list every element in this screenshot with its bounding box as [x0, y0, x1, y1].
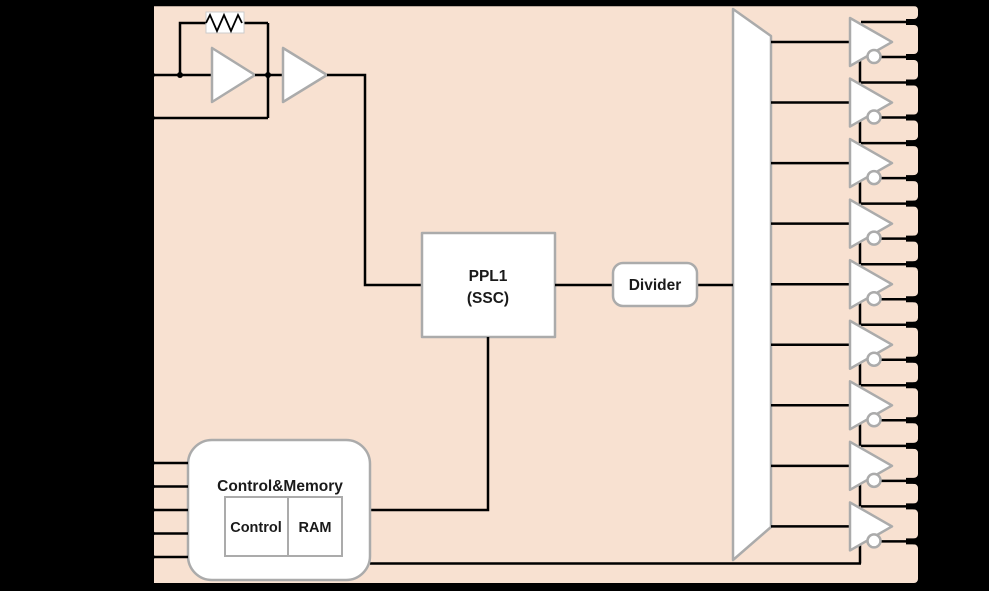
output-pin-dot: [911, 356, 917, 363]
feedback-wire-right: [242, 21, 270, 118]
output-pin-dot: [911, 321, 917, 328]
inverter-bubble-icon: [866, 48, 882, 65]
inverter-bubble-icon: [866, 169, 882, 186]
control-cell-label: Control: [230, 520, 282, 536]
output-pin-dot: [911, 114, 917, 121]
inverter-bubble-icon: [866, 290, 882, 307]
pin-tab: [899, 25, 918, 54]
pin-tab: [899, 448, 918, 478]
inverter-bubble-icon: [866, 230, 882, 246]
control-memory-title: Control&Memory: [217, 478, 343, 495]
output-pin-dot: [911, 442, 917, 449]
output-pin-dot: [911, 417, 917, 424]
pin-tab: [899, 181, 918, 201]
output-pin-dot: [911, 140, 917, 147]
pin-tab: [899, 60, 918, 80]
output-pin-dot: [911, 54, 917, 60]
pin-tab: [899, 146, 918, 176]
output-pin-dot: [911, 477, 917, 484]
output-pin-dot: [911, 538, 917, 545]
output-buffer-bank: [771, 16, 917, 564]
output-pin-dot: [911, 79, 917, 86]
control-pin-dot: [148, 530, 155, 537]
pll-label-line1: PPL1: [469, 268, 508, 285]
pin-tab: [899, 120, 918, 141]
pin-tab: [899, 85, 918, 115]
pin-tab: [899, 241, 918, 262]
pll-box: [420, 231, 557, 339]
output-pin-dot: [911, 261, 917, 268]
pin-tab: [899, 302, 918, 322]
pin-tab: [899, 267, 918, 297]
inverter-bubble-icon: [866, 351, 882, 367]
control-ram-box: [224, 496, 343, 557]
crystal-oscillator: [141, 11, 422, 287]
feedback-wire-left: [178, 21, 206, 75]
output-pin-dot: [911, 503, 917, 510]
pin-tab: [899, 483, 918, 504]
pin-tab: [899, 6, 918, 19]
ram-cell-label: RAM: [298, 520, 331, 536]
pin-tab: [899, 206, 918, 236]
control-pin-dot: [148, 483, 155, 490]
control-pin-dot: [148, 506, 155, 514]
output-pin-dot: [911, 382, 917, 389]
junction-dot: [177, 72, 183, 78]
output-pin-dot: [911, 235, 917, 242]
inverter-bubble-icon: [866, 109, 882, 125]
pll-label-line2: (SSC): [467, 290, 509, 307]
osc-buffer-triangle-icon: [281, 46, 329, 104]
control-pin-dot: [148, 553, 155, 561]
osc-amp-triangle-icon: [210, 46, 257, 104]
control-pin-dot: [148, 459, 155, 467]
junction-dot: [265, 72, 271, 78]
resistor-zigzag-icon: [205, 12, 243, 34]
pll-block: PPL1 (SSC): [420, 231, 557, 339]
output-pin-dot: [911, 296, 917, 303]
output-pin-dot: [911, 200, 917, 207]
divider-label: Divider: [629, 277, 682, 294]
pll-to-control-wire: [370, 337, 490, 512]
control-memory-block: Control&Memory Control RAM: [186, 337, 861, 582]
pin-tab: [899, 388, 918, 418]
pin-tab: [899, 362, 918, 383]
left-pin-group: [141, 71, 188, 561]
output-pin-dot: [911, 19, 917, 25]
fanout-mux-trapezoid: [731, 7, 773, 562]
pin-tab: [899, 509, 918, 539]
crystal-pin-dot: [148, 114, 155, 122]
crystal-pin-dot: [148, 71, 155, 79]
pin-tab: [899, 423, 918, 443]
divider-block: Divider: [611, 261, 699, 308]
inverter-bubble-icon: [866, 472, 882, 489]
inverter-bubble-icon: [866, 533, 882, 549]
osc-to-pll-wire: [327, 73, 422, 287]
pin-tab: [899, 327, 918, 357]
divider-box: [611, 261, 699, 308]
output-pin-dot: [911, 175, 917, 182]
pin-tab-strip: [899, 6, 918, 583]
pin-tab: [899, 544, 918, 583]
inverter-bubble-icon: [866, 412, 882, 428]
